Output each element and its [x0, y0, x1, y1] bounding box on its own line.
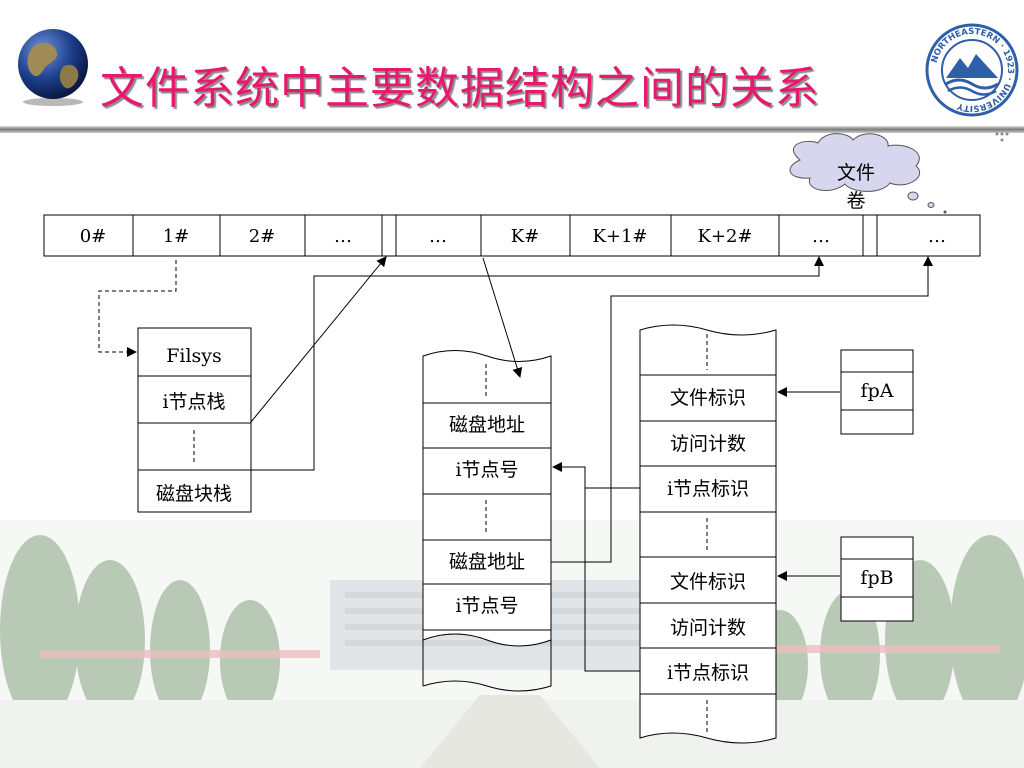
volume-cell: 1#: [163, 226, 190, 247]
file-volume-cloud: 文件 卷: [789, 133, 947, 214]
page-title: 文件系统中主要数据结构之间的关系: [100, 63, 820, 114]
filsys-inode-stack: i节点栈: [162, 391, 225, 413]
open-file-table: 文件标识 访问计数 i节点标识 文件标识 访问计数 i节点标识: [639, 324, 777, 744]
filsys-structure: Filsys i节点栈 磁盘块栈: [137, 327, 252, 513]
volume-cell: …: [429, 226, 447, 247]
file-pointer-fpB: fpB: [840, 536, 914, 622]
connector-lines: [98, 256, 933, 672]
file-id-1: 文件标识: [670, 387, 746, 409]
volume-cell: K#: [511, 226, 540, 247]
inode-id-2: i节点标识: [667, 662, 749, 684]
filsys-header: Filsys: [166, 345, 222, 367]
volume-cell: 0#: [80, 226, 107, 247]
fpB-label: fpB: [860, 567, 893, 589]
cloud-label-line1: 文件: [837, 162, 875, 184]
dir-inode-number-1: i节点号: [455, 459, 518, 481]
directory-structure: 磁盘地址 i节点号 磁盘地址 i节点号: [422, 350, 552, 692]
fpA-label: fpA: [861, 380, 894, 402]
file-pointer-fpA: fpA: [840, 349, 914, 435]
dir-inode-number-2: i节点号: [455, 595, 518, 617]
volume-block-strip: 0# 1# 2# … … K# K+1# K+2# … …: [43, 214, 981, 257]
volume-cell: …: [334, 226, 352, 247]
university-logo: NORTHEASTERN · 1923 · UNIVERSITY: [925, 23, 1019, 117]
volume-cell: K+1#: [592, 226, 647, 247]
access-count-2: 访问计数: [670, 617, 746, 639]
volume-cell: …: [928, 226, 946, 247]
title-divider: [0, 126, 1024, 133]
globe-icon: [18, 29, 88, 106]
volume-cell: 2#: [249, 226, 276, 247]
cloud-label-line2: 卷: [846, 190, 865, 212]
dir-disk-address-2: 磁盘地址: [449, 551, 525, 573]
inode-id-1: i节点标识: [667, 478, 749, 500]
filsys-block-stack: 磁盘块栈: [156, 483, 232, 505]
volume-cell: …: [812, 226, 830, 247]
divider-end-icon: [995, 132, 1009, 142]
file-id-2: 文件标识: [670, 571, 746, 593]
access-count-1: 访问计数: [670, 433, 746, 455]
volume-cell: K+2#: [697, 226, 752, 247]
dir-disk-address-1: 磁盘地址: [449, 414, 525, 436]
